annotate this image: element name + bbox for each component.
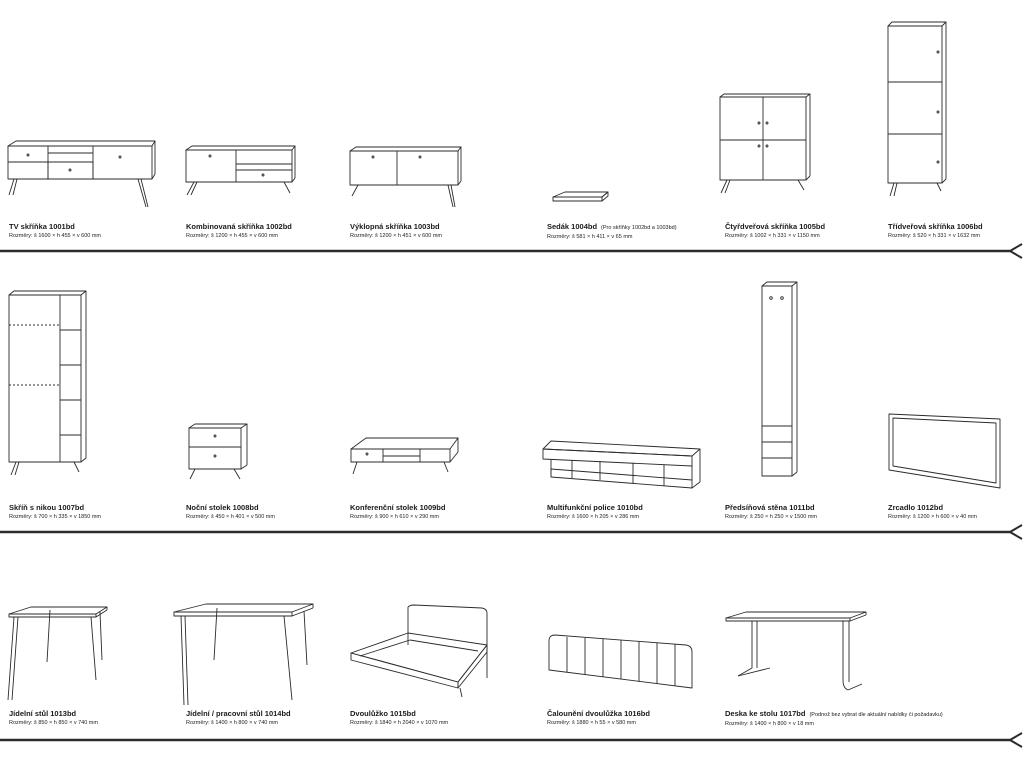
row-divider-3 (0, 732, 1023, 748)
night-stand-drawing (188, 423, 248, 480)
product-dimensions: Rozměry: š 900 × h 610 × v 290 mm (350, 514, 439, 520)
flip-cabinet-drawing (349, 146, 462, 208)
product-note: (Pro skříňky 1002bd a 1003bd) (601, 225, 677, 231)
product-dimensions: Rozměry: š 1200 × h 600 × v 40 mm (888, 514, 977, 520)
multifunction-shelf-drawing (542, 440, 701, 489)
product-work-table: Jídelní / pracovní stůl 1014bd Rozměry: … (186, 709, 376, 728)
product-combined-cabinet: Kombinovaná skříňka 1002bd Rozměry: š 12… (186, 222, 376, 241)
product-dimensions: Rozměry: š 1880 × h 55 × v 580 mm (547, 720, 636, 726)
product-bed-upholstery: Čalounění dvoulůžka 1016bd Rozměry: š 18… (547, 709, 737, 728)
tv-cabinet-drawing (7, 140, 156, 208)
product-dimensions: Rozměry: š 250 × h 250 × v 1500 mm (725, 514, 818, 520)
product-dimensions: Rozměry: š 1400 × h 800 × v 740 mm (186, 720, 279, 726)
product-name: Jídelní stůl 1013bd (9, 709, 77, 718)
product-dimensions: Rozměry: š 1002 × h 331 × v 1150 mm (725, 233, 820, 239)
product-mirror: Zrcadlo 1012bd Rozměry: š 1200 × h 600 ×… (888, 503, 1018, 522)
product-name: Jídelní / pracovní stůl 1014bd (186, 709, 291, 718)
product-name: Zrcadlo 1012bd (888, 503, 944, 512)
product-name: Čalounění dvoulůžka 1016bd (547, 709, 650, 718)
product-dimensions: Rozměry: š 1600 × h 455 × v 600 mm (9, 233, 102, 239)
product-name: Čtyřdveřová skříňka 1005bd (725, 222, 826, 231)
product-dining-table: Jídelní stůl 1013bd Rozměry: š 850 × h 8… (9, 709, 199, 728)
desk-top-drawing (725, 611, 867, 691)
product-dimensions: Rozměry: š 1200 × h 455 × v 600 mm (186, 233, 279, 239)
product-dimensions: Rozměry: š 850 × h 850 × v 740 mm (9, 720, 98, 726)
wardrobe-niche-drawing (8, 290, 87, 476)
product-name: Kombinovaná skříňka 1002bd (186, 222, 292, 231)
dining-table-drawing (7, 606, 108, 701)
product-name: Výklopná skříňka 1003bd (350, 222, 440, 231)
coffee-table-drawing (350, 437, 459, 475)
product-name: Skříň s nikou 1007bd (9, 503, 85, 512)
seat-cushion-drawing (552, 191, 609, 202)
row-divider-1 (0, 243, 1023, 259)
product-flip-cabinet: Výklopná skříňka 1003bd Rozměry: š 1200 … (350, 222, 540, 241)
product-double-bed: Dvoulůžko 1015bd Rozměry: š 1840 × h 204… (350, 709, 540, 728)
double-bed-drawing (350, 604, 488, 698)
product-name: TV skříňka 1001bd (9, 222, 75, 231)
product-dimensions: Rozměry: š 1400 × h 800 × v 18 mm (725, 721, 814, 727)
product-dimensions: Rozměry: š 1840 × h 2040 × v 1070 mm (350, 720, 449, 726)
product-dimensions: Rozměry: š 450 × h 401 × v 500 mm (186, 514, 275, 520)
product-four-door-cabinet: Čtyřdveřová skříňka 1005bd Rozměry: š 10… (725, 222, 915, 241)
product-dimensions: Rozměry: š 520 × h 331 × v 1632 mm (888, 233, 981, 239)
product-dimensions: Rozměry: š 1600 × h 205 × v 286 mm (547, 514, 640, 520)
product-night-stand: Noční stolek 1008bd Rozměry: š 450 × h 4… (186, 503, 376, 522)
product-dimensions: Rozměry: š 700 × h 335 × v 1850 mm (9, 514, 102, 520)
bed-upholstery-drawing (548, 634, 693, 689)
product-tv-cabinet: TV skříňka 1001bd Rozměry: š 1600 × h 45… (9, 222, 199, 241)
combined-cabinet-drawing (185, 145, 296, 196)
product-note: (Podnož bez vybrat dle aktuální nabídky … (809, 712, 943, 718)
product-name: Předsíňová stěna 1011bd (725, 503, 815, 512)
product-hallway-wall: Předsíňová stěna 1011bd Rozměry: š 250 ×… (725, 503, 915, 522)
product-wardrobe-niche: Skříň s nikou 1007bd Rozměry: š 700 × h … (9, 503, 199, 522)
hallway-wall-drawing (761, 281, 798, 477)
product-name: Třídveřová skříňka 1006bd (888, 222, 983, 231)
work-table-drawing (173, 603, 314, 706)
product-desk-top: Deska ke stolu 1017bd(Podnož bez vybrat … (725, 709, 1015, 729)
mirror-drawing (888, 413, 1001, 489)
product-name: Multifunkční police 1010bd (547, 503, 643, 512)
product-seat: Sedák 1004bd(Pro skříňky 1002bd a 1003bd… (547, 222, 737, 242)
product-name: Dvoulůžko 1015bd (350, 709, 416, 718)
product-name: Noční stolek 1008bd (186, 503, 259, 512)
row-divider-2 (0, 524, 1023, 540)
four-door-cabinet-drawing (719, 93, 811, 194)
three-door-cabinet-drawing (887, 21, 947, 197)
product-coffee-table: Konferenční stolek 1009bd Rozměry: š 900… (350, 503, 540, 522)
product-name: Deska ke stolu 1017bd (725, 709, 806, 718)
product-name: Sedák 1004bd (547, 222, 598, 231)
product-dimensions: Rozměry: š 581 × h 411 × v 65 mm (547, 234, 633, 240)
product-dimensions: Rozměry: š 1200 × h 451 × v 600 mm (350, 233, 443, 239)
product-name: Konferenční stolek 1009bd (350, 503, 446, 512)
product-three-door-cabinet: Třídveřová skříňka 1006bd Rozměry: š 520… (888, 222, 1018, 241)
product-multifunction-shelf: Multifunkční police 1010bd Rozměry: š 16… (547, 503, 737, 522)
